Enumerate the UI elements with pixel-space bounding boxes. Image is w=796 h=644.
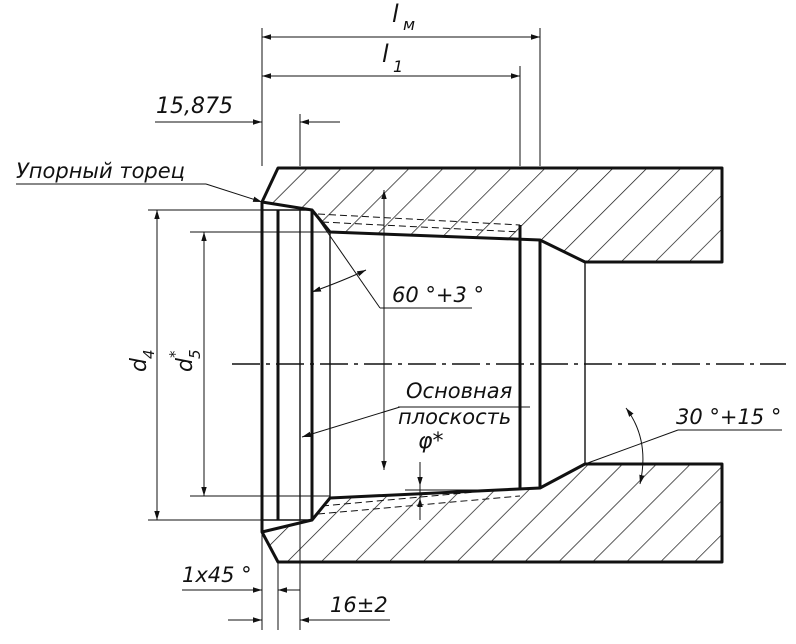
d4-subscript: 4	[140, 349, 158, 359]
dimension-d4: d 4	[127, 209, 262, 521]
dimension-l1: l 1	[262, 40, 521, 166]
angle-30-label: 30 °+15 °	[676, 405, 781, 429]
d5-mark: *	[166, 350, 184, 358]
l1-subscript: 1	[393, 57, 403, 76]
angle-60-label: 60 °+3 °	[392, 283, 484, 307]
d4-label: d	[127, 357, 152, 372]
d5-subscript: 5	[186, 349, 204, 359]
dimension-16: 16±2	[228, 520, 390, 630]
angle-60: 60 °+3 °	[311, 209, 484, 309]
dim-16-label: 16±2	[330, 593, 388, 617]
lm-label: l	[392, 0, 399, 28]
callout-base-plane: Основная плоскость	[301, 190, 530, 470]
angle-30: 30 °+15 °	[584, 405, 782, 485]
bore-contour	[260, 202, 586, 532]
d5-label: d	[173, 357, 198, 372]
l1-label: l	[382, 40, 389, 68]
dimension-15875: 15,875	[155, 94, 340, 166]
base-plane-line1: Основная	[406, 379, 512, 403]
base-plane-line2: плоскость	[398, 405, 511, 429]
dim-15875-label: 15,875	[156, 94, 233, 119]
dimension-lm: l м	[261, 0, 541, 166]
dimension-d5: d 5 *	[166, 231, 330, 497]
dimension-chamfer: 1x45 °	[182, 534, 300, 630]
callout-stop-face: Упорный торец	[16, 159, 263, 203]
upper-thread-band	[317, 213, 521, 233]
angle-phi: φ*	[405, 429, 478, 520]
phi-label: φ*	[418, 429, 444, 454]
stop-face-label: Упорный торец	[16, 159, 185, 183]
lm-subscript: м	[403, 15, 415, 34]
chamfer-label: 1x45 °	[182, 563, 252, 587]
